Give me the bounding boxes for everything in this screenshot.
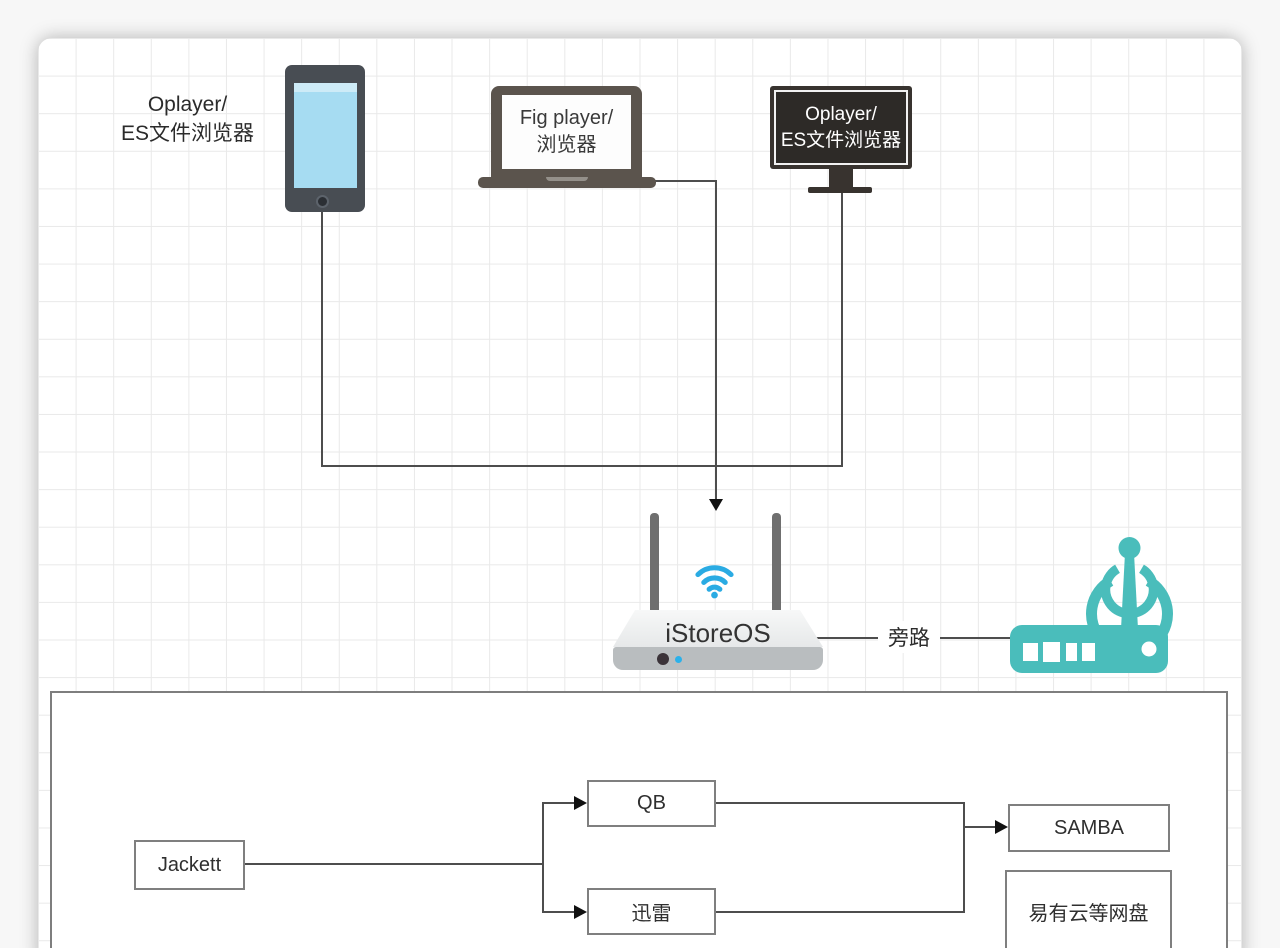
laptop-label-line1: Fig player/ [519, 107, 614, 129]
node-qb-label: QB [637, 792, 666, 814]
router-antenna-right [772, 513, 781, 613]
monitor-screen: Oplayer/ ES文件浏览器 [774, 90, 908, 165]
monitor-stand [829, 169, 853, 188]
laptop-screen: Fig player/ 浏览器 [502, 95, 631, 169]
connector-laptop-down [715, 180, 717, 500]
arrow-right-icon [995, 820, 1008, 834]
router-led-blue [675, 656, 682, 663]
phone-home-button [316, 195, 329, 208]
node-jackett: Jackett [134, 840, 245, 890]
router-body-top [613, 610, 823, 647]
connector-to-xunlei [542, 911, 575, 913]
arrow-right-icon [574, 905, 587, 919]
connector-to-qb [542, 802, 575, 804]
wireless-router-icon [1010, 537, 1173, 673]
connector-monitor-down [841, 192, 843, 467]
phone-label-line2: ES文件浏览器 [120, 122, 254, 145]
connector-xunlei-right [716, 911, 965, 913]
laptop-base [478, 177, 656, 188]
connector-laptop-right [655, 180, 717, 182]
laptop-notch [546, 177, 588, 181]
connector-branch-right [963, 802, 965, 913]
monitor-label-line2: ES文件浏览器 [780, 129, 902, 151]
node-cloud-drive-label: 易有云等网盘 [1028, 902, 1149, 925]
node-samba-label: SAMBA [1053, 816, 1125, 839]
node-cloud-drive: 易有云等网盘 [1005, 870, 1172, 948]
monitor-base [808, 187, 872, 193]
laptop-label-line2: 浏览器 [536, 134, 597, 156]
node-samba: SAMBA [1008, 804, 1170, 852]
connector-jackett-right [245, 863, 544, 865]
router-label: iStoreOS [665, 618, 771, 648]
wifi-icon [695, 565, 734, 599]
smartphone-icon [285, 65, 365, 212]
node-jackett-label: Jackett [157, 853, 222, 876]
arrow-right-icon [574, 796, 587, 810]
connector-phone-down [321, 211, 323, 467]
phone-label: Oplayer/ ES文件浏览器 [110, 90, 265, 148]
router-antenna-left [650, 513, 659, 613]
phone-label-line1: Oplayer/ [147, 93, 228, 116]
router-body-front [613, 647, 823, 670]
router-led-dark [657, 653, 669, 665]
bypass-label: 旁路 [878, 621, 940, 653]
monitor-icon: Oplayer/ ES文件浏览器 [770, 86, 912, 169]
monitor-label-line1: Oplayer/ [805, 103, 877, 125]
laptop-icon: Fig player/ 浏览器 [491, 86, 642, 178]
bypass-label-text: 旁路 [888, 627, 930, 650]
connector-branch-left [542, 802, 544, 913]
arrow-down-icon [709, 499, 723, 511]
connector-qb-right [716, 802, 965, 804]
phone-screen [294, 83, 357, 188]
node-xunlei-label: 迅雷 [631, 903, 672, 925]
connector-to-samba [963, 826, 996, 828]
connector-horizontal-bus [321, 465, 843, 467]
node-xunlei: 迅雷 [587, 888, 716, 935]
node-qb: QB [587, 780, 716, 827]
